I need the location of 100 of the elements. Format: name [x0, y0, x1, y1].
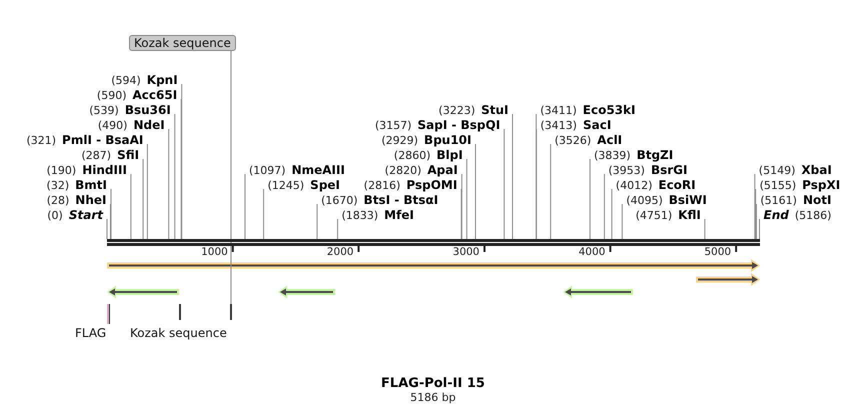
enzyme-name: SacI — [582, 118, 612, 132]
site-position: (1097) — [249, 164, 286, 177]
site-position: (2860) — [394, 149, 430, 162]
callout-label: Kozak sequence — [129, 35, 236, 51]
enzyme-name: StuI — [481, 103, 508, 117]
site-position: (1833) — [342, 209, 378, 222]
leader-line — [512, 114, 513, 240]
site-position: (287) — [82, 149, 112, 162]
start-label: Start — [68, 208, 103, 222]
tick-label: 3000 — [452, 245, 480, 259]
site-position: (321) — [26, 134, 56, 147]
site-position: (3223) — [438, 104, 476, 117]
tick-label: 1000 — [201, 245, 228, 259]
site-position: (3157) — [374, 119, 412, 132]
leader-line — [754, 174, 756, 240]
feature-label: Kozak sequence — [130, 326, 227, 340]
enzyme-name: BsiWI — [668, 193, 707, 207]
enzyme-name: NotI — [802, 193, 832, 207]
site-position: (5149) — [758, 164, 796, 177]
site-position: (594) — [111, 74, 141, 87]
feature-mark — [230, 304, 232, 320]
leader-line — [316, 204, 318, 240]
site-position: (1245) — [268, 179, 304, 192]
enzyme-name: BtsI - BtsαI — [364, 193, 438, 207]
enzyme-name: AclI — [597, 133, 622, 147]
enzyme-name: ApaI — [427, 163, 458, 177]
site-position: (3526) — [554, 134, 592, 147]
site-position: (490) — [98, 119, 128, 132]
site-position: (0) — [47, 209, 63, 222]
site-position: (5186) — [794, 209, 832, 222]
site-position: (32) — [46, 179, 70, 192]
enzyme-name: SapI - BspQI — [418, 118, 500, 132]
leader-line — [174, 114, 176, 240]
enzyme-name: PmlI - BsaAI — [62, 133, 144, 147]
leader-line — [755, 188, 756, 240]
enzyme-name: KflI — [678, 208, 701, 222]
tick-label: 4000 — [578, 245, 606, 259]
enzyme-name: Eco53kI — [582, 103, 636, 117]
leader-line — [466, 158, 468, 240]
leader-line — [460, 188, 462, 240]
leader-line — [550, 144, 552, 240]
site-position: (4095) — [626, 194, 663, 207]
enzyme-name: KpnI — [146, 73, 178, 87]
tick-label: 2000 — [326, 245, 354, 259]
leader-line — [504, 128, 505, 240]
enzyme-name: PspXI — [802, 178, 840, 192]
enzyme-name: BlpI — [436, 148, 463, 162]
leader-line — [244, 174, 246, 240]
leader-line — [704, 218, 706, 240]
site-position: (5161) — [760, 194, 797, 207]
leader-line — [168, 128, 170, 240]
leader-line — [181, 84, 182, 240]
enzyme-name: SfiI — [117, 148, 140, 162]
site-position: (2816) — [364, 179, 400, 192]
site-position: (2929) — [381, 134, 418, 147]
leader-line — [110, 188, 112, 240]
leader-line — [110, 204, 111, 240]
feature-label: FLAG — [75, 326, 106, 340]
enzyme-name: SpeI — [310, 178, 340, 192]
site-position: (3411) — [540, 104, 577, 117]
site-position: (2820) — [384, 164, 422, 177]
sequence-length: 5186 bp — [410, 391, 456, 405]
enzyme-name: HindIII — [82, 163, 127, 177]
site-position: (190) — [46, 164, 76, 177]
enzyme-name: NdeI — [133, 118, 165, 132]
site-position: (539) — [89, 104, 119, 117]
end-label: End — [764, 208, 789, 222]
leader-line — [106, 218, 108, 240]
enzyme-name: NheI — [75, 193, 106, 207]
enzyme-name: NmeAIII — [292, 163, 345, 177]
enzyme-name: EcoRI — [658, 178, 696, 192]
site-position: (5155) — [760, 179, 796, 192]
site-position: (3413) — [540, 119, 577, 132]
enzyme-name: BsrGI — [650, 163, 688, 177]
leader-line — [475, 144, 476, 240]
leader-line — [604, 174, 605, 240]
leader-line — [622, 204, 623, 240]
enzyme-name: BtgZI — [636, 148, 674, 162]
enzyme-name: XbaI — [801, 163, 832, 177]
leader-line — [611, 188, 612, 240]
tick-label: 5000 — [704, 245, 732, 259]
site-position: (28) — [46, 194, 70, 207]
site-position: (1670) — [321, 194, 358, 207]
enzyme-name: Acc65I — [132, 88, 178, 102]
leader-line — [337, 218, 338, 240]
enzyme-name: MfeI — [384, 208, 414, 222]
leader-line — [142, 158, 144, 240]
leader-line — [130, 174, 132, 240]
site-position: (3839) — [594, 149, 631, 162]
site-position: (3953) — [608, 164, 645, 177]
sequence-backbone — [107, 239, 760, 246]
leader-line — [759, 218, 760, 240]
enzyme-name: BmtI — [75, 178, 107, 192]
enzyme-name: PspOMI — [406, 178, 458, 192]
leader-line — [230, 50, 232, 304]
site-position: (4751) — [636, 209, 672, 222]
leader-line — [146, 144, 148, 240]
leader-line — [180, 98, 182, 240]
leader-line — [263, 188, 264, 240]
site-position: (4012) — [616, 179, 652, 192]
